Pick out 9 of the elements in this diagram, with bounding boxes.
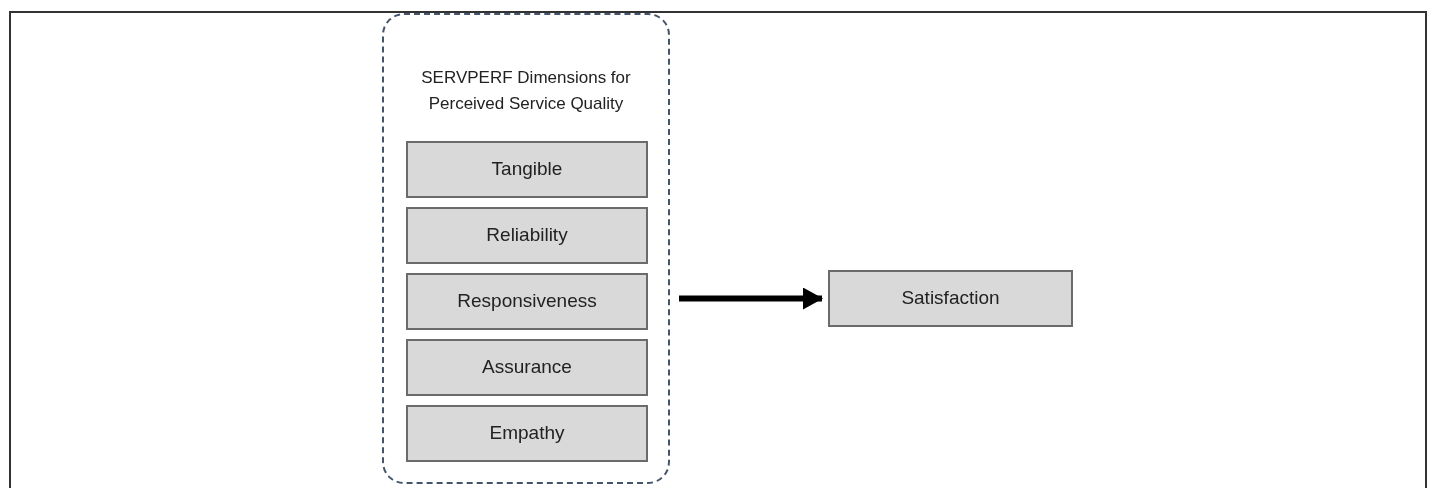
dimension-box: Responsiveness [406, 273, 648, 330]
dimension-box: Empathy [406, 405, 648, 462]
dashed-group-container [382, 13, 670, 484]
dimension-box: Assurance [406, 339, 648, 396]
dimension-box: Reliability [406, 207, 648, 264]
dimension-box: Satisfaction [828, 270, 1073, 327]
arrow [679, 287, 823, 310]
group-heading: SERVPERF Dimensions for Perceived Service Quality [420, 67, 632, 115]
dimension-box: Tangible [406, 141, 648, 198]
